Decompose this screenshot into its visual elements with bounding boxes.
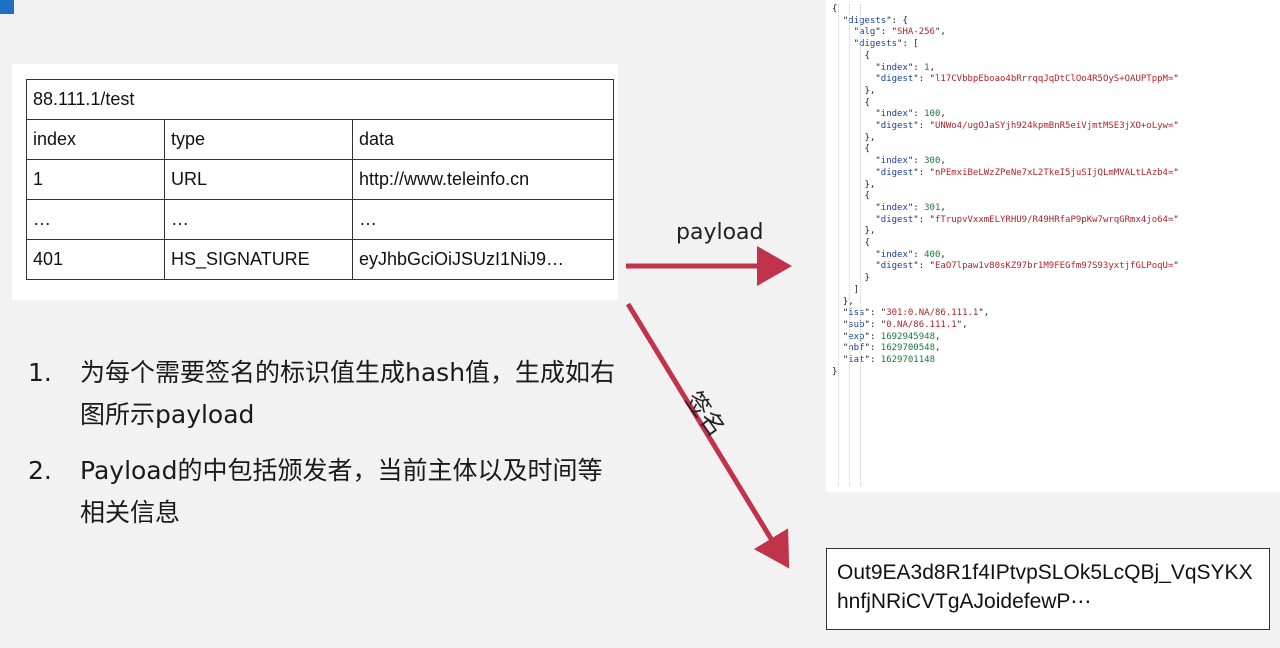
list-item: 2. Payload的中包括颁发者，当前主体以及时间等相关信息 (28, 450, 618, 534)
table-row: 401 HS_SIGNATURE eyJhbGciOiJSUzI1NiJ9… (26, 239, 614, 280)
json-key: alg (859, 27, 876, 38)
json-value: 301:0.NA/86.111.1 (886, 308, 979, 319)
list-item: 1. 为每个需要签名的标识值生成hash值，生成如右图所示payload (28, 352, 618, 436)
json-key: digests (848, 15, 887, 26)
payload-label: payload (676, 220, 764, 245)
json-value: fTrupvVxxmELYRHU9/R49HRfaP9pKw7wrqGRmx4j… (934, 214, 1174, 225)
indent-guide (849, 4, 850, 486)
json-value: nPEmxiBeLWzZPeNe7xL2TkeI5juSIjQLmMVALtLA… (934, 167, 1174, 178)
table-header-row: index type data (26, 119, 614, 160)
table-row: … … … (26, 199, 614, 240)
json-value: 301 (924, 202, 941, 213)
cell-data: eyJhbGciOiJSUzI1NiJ9… (352, 239, 614, 280)
cell-type: HS_SIGNATURE (164, 239, 353, 280)
handle-table-card: 88.111.1/test index type data 1 URL http… (12, 64, 618, 300)
cell-data: … (352, 199, 614, 240)
step-list: 1. 为每个需要签名的标识值生成hash值，生成如右图所示payload 2. … (28, 352, 618, 548)
indent-guide (860, 4, 861, 486)
step-text: 为每个需要签名的标识值生成hash值，生成如右图所示payload (80, 358, 616, 429)
json-value: 1 (924, 62, 930, 73)
json-value: 100 (924, 109, 941, 120)
json-value: 1692945948 (880, 331, 935, 342)
column-header-data: data (352, 119, 614, 160)
json-key: digests (859, 39, 898, 50)
table-row: 1 URL http://www.teleinfo.cn (26, 159, 614, 200)
cell-index: 401 (26, 239, 165, 280)
json-value: 1629701148 (880, 355, 935, 366)
json-value: EaO7lpaw1v80sKZ97br1M9FEGfm97S93yxtjfGLP… (934, 261, 1174, 272)
json-value: 0.NA/86.111.1 (886, 319, 957, 330)
json-value: SHA-256 (897, 27, 935, 38)
signature-output-box: Out9EA3d8R1f4IPtvpSLOk5LcQBj_VqSYKXhnfjN… (826, 548, 1270, 630)
json-value: 400 (924, 249, 941, 260)
cell-index: 1 (26, 159, 165, 200)
json-value: l17CVbbpEboao4bRrrqqJqDtClOo4R5OyS+OAUPT… (934, 74, 1174, 85)
cell-index: … (26, 199, 165, 240)
step-text: Payload的中包括颁发者，当前主体以及时间等相关信息 (80, 456, 603, 527)
json-value: 300 (924, 156, 941, 167)
payload-json-code: { "digests": { "alg": "SHA-256", "digest… (832, 4, 1179, 377)
step-number: 2. (28, 456, 52, 485)
title-accent-bar (0, 0, 14, 14)
sign-arrow (625, 302, 790, 569)
payload-json-panel: { "digests": { "alg": "SHA-256", "digest… (826, 0, 1280, 492)
indent-guide (838, 4, 839, 486)
cell-data: http://www.teleinfo.cn (352, 159, 614, 200)
json-value: 1629700548 (880, 343, 935, 354)
handle-record-table: 88.111.1/test index type data 1 URL http… (26, 79, 614, 280)
json-value: UNWo4/ugOJaSYjh924kpmBnR5eiVjmtMSE3jXO+o… (934, 121, 1174, 132)
step-number: 1. (28, 358, 52, 387)
cell-type: URL (164, 159, 353, 200)
